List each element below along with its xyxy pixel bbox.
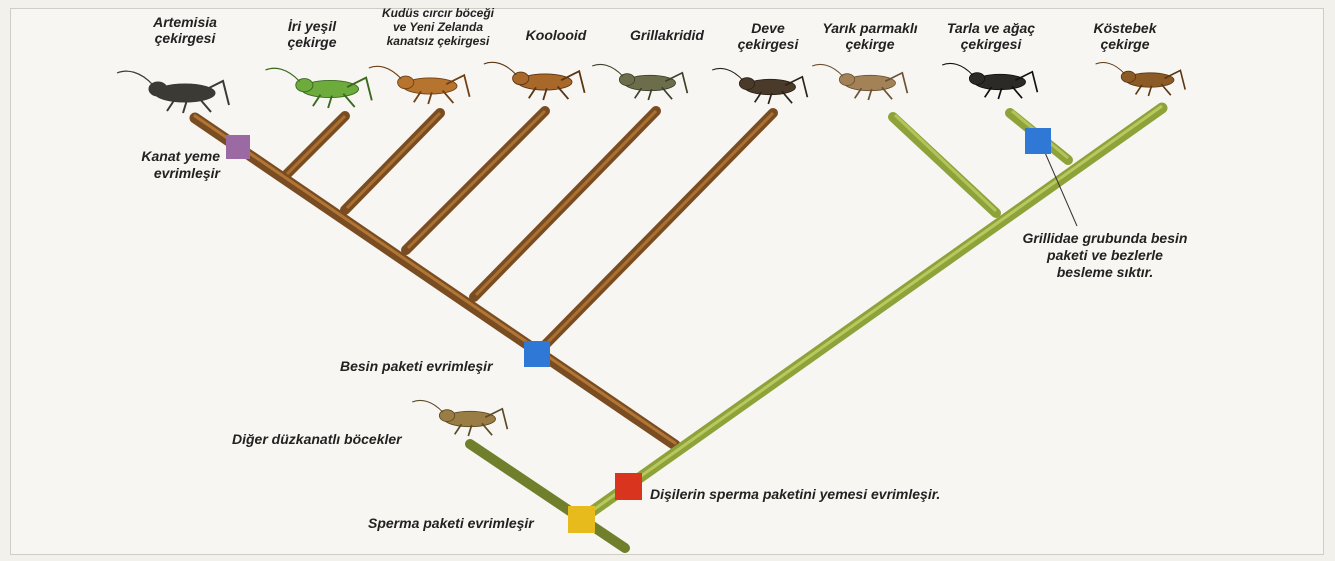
- marker-female-eats: [615, 473, 642, 500]
- grasshopper-icon: [412, 400, 507, 436]
- event-label-gryllidae: Grillidae grubunda besin paketi ve bezle…: [1010, 230, 1200, 281]
- taxon-label-iri-yesil: İri yeşil çekirge: [287, 18, 336, 50]
- taxon-label-tarla: Tarla ve ağaç çekirgesi: [947, 20, 1035, 52]
- cricket-icon: [484, 62, 585, 100]
- cricket-icon: [117, 71, 229, 113]
- marker-sperm-package: [568, 506, 595, 533]
- event-label-sperm-package: Sperma paketi evrimleşir: [368, 515, 534, 532]
- marker-wing-eating: [226, 135, 250, 159]
- taxon-label-kudus: Kudüs cırcır böceği ve Yeni Zelanda kana…: [382, 6, 494, 48]
- event-label-wing-eating: Kanat yeme evrimleşir: [112, 148, 220, 182]
- taxon-label-grillakridid: Grillakridid: [630, 27, 704, 43]
- taxon-label-yarik: Yarık parmaklı çekirge: [822, 20, 917, 52]
- taxon-label-koolooid: Koolooid: [526, 27, 587, 43]
- cricket-icon: [369, 66, 470, 104]
- katydid-icon: [592, 64, 687, 100]
- cricket-icon: [812, 64, 907, 100]
- brown-clade: [195, 111, 773, 445]
- katydid-icon: [265, 68, 371, 108]
- marker-gryllidae: [1025, 128, 1051, 154]
- event-label-food-package: Besin paketi evrimleşir: [340, 358, 493, 375]
- mole-cricket-icon: [1096, 63, 1186, 96]
- taxon-label-artemisia: Artemisia çekirgesi: [153, 14, 217, 46]
- branch-yarik: [893, 117, 996, 213]
- event-label-female-eats: Dişilerin sperma paketini yemesi evrimle…: [650, 486, 940, 503]
- taxon-label-kostebek: Köstebek çekirge: [1093, 20, 1156, 52]
- branch-outgroup: [470, 444, 625, 548]
- marker-food-package: [524, 341, 550, 367]
- taxon-label-deve: Deve çekirgesi: [738, 20, 799, 52]
- cricket-icon: [942, 63, 1037, 99]
- green-clade: [470, 106, 1162, 548]
- outgroup-label: Diğer düzkanatlı böcekler: [232, 431, 402, 448]
- cricket-icon: [712, 68, 807, 104]
